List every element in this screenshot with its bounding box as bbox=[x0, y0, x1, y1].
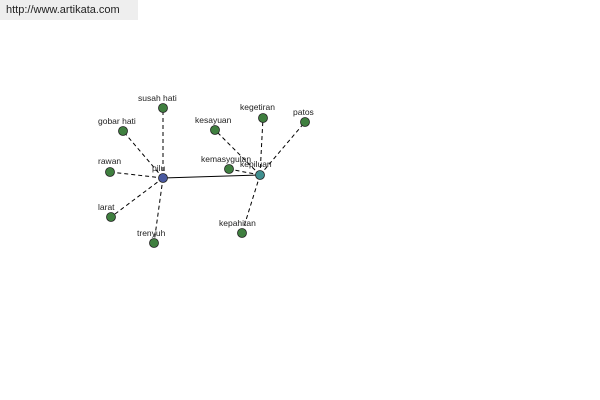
node-label-pilu[interactable]: pilu bbox=[152, 163, 166, 173]
node-rawan[interactable] bbox=[105, 167, 115, 177]
node-larat[interactable] bbox=[106, 212, 116, 222]
node-patos[interactable] bbox=[300, 117, 310, 127]
node-kemasygulan[interactable] bbox=[224, 164, 234, 174]
node-label-gobar-hati[interactable]: gobar hati bbox=[98, 116, 136, 126]
source-url[interactable]: http://www.artikata.com bbox=[6, 4, 120, 16]
node-kegetiran[interactable] bbox=[258, 113, 268, 123]
nodes-layer bbox=[105, 103, 310, 248]
edge-kepiluan-patos bbox=[259, 121, 306, 176]
node-label-patos[interactable]: patos bbox=[293, 107, 314, 117]
edge-kepiluan-kepahitan bbox=[241, 174, 261, 234]
node-label-kemasygulan[interactable]: kemasygulan bbox=[201, 154, 251, 164]
source-url-bar: http://www.artikata.com bbox=[0, 0, 138, 20]
edge-pilu-larat bbox=[110, 177, 164, 218]
edge-kepiluan-kesayuan bbox=[214, 129, 261, 176]
node-kepahitan[interactable] bbox=[237, 228, 247, 238]
node-label-kepiluan[interactable]: kepiluan bbox=[240, 159, 272, 169]
node-label-kepahitan[interactable]: kepahitan bbox=[219, 218, 256, 228]
node-gobar-hati[interactable] bbox=[118, 126, 128, 136]
node-kesayuan[interactable] bbox=[210, 125, 220, 135]
node-pilu[interactable] bbox=[158, 173, 168, 183]
node-trenyuh[interactable] bbox=[149, 238, 159, 248]
edge-pilu-rawan bbox=[109, 171, 164, 179]
node-label-susah-hati[interactable]: susah hati bbox=[138, 93, 177, 103]
node-label-larat[interactable]: larat bbox=[98, 202, 115, 212]
node-kepiluan[interactable] bbox=[255, 170, 265, 180]
edge-pilu-trenyuh bbox=[153, 177, 164, 244]
node-label-kegetiran[interactable]: kegetiran bbox=[240, 102, 275, 112]
labels-layer: pilu kepiluan susah hati gobar hati rawan lar… bbox=[98, 93, 314, 238]
edge-kepiluan-kegetiran bbox=[259, 117, 264, 176]
node-susah-hati[interactable] bbox=[158, 103, 168, 113]
edge-pilu-kepiluan bbox=[162, 174, 261, 179]
edges-layer bbox=[109, 108, 306, 244]
node-label-rawan[interactable]: rawan bbox=[98, 156, 121, 166]
node-label-kesayuan[interactable]: kesayuan bbox=[195, 115, 232, 125]
edge-kepiluan-kemasygulan bbox=[228, 168, 261, 176]
edge-pilu-gobar-hati bbox=[122, 130, 164, 179]
node-label-trenyuh[interactable]: trenyuh bbox=[137, 228, 166, 238]
